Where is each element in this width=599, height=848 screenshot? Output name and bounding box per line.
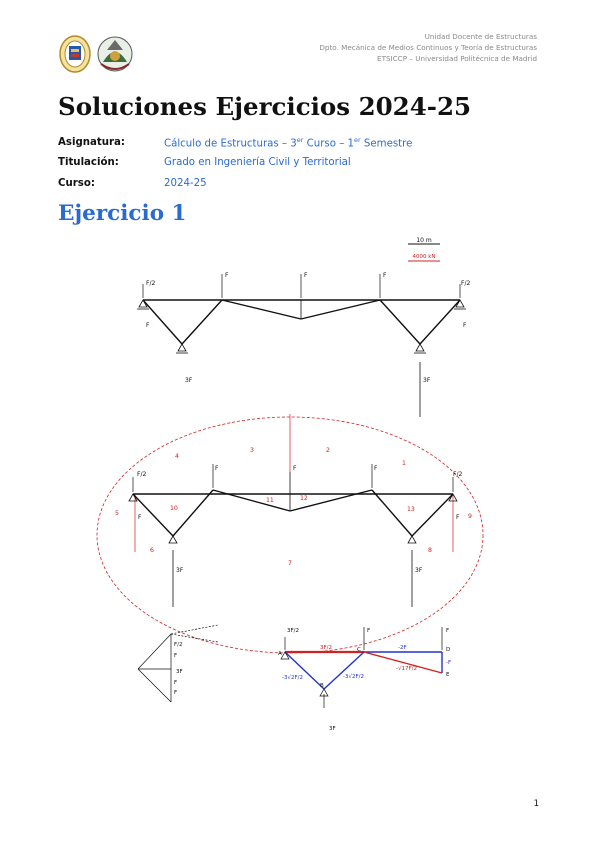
truss-loaded-labels: F/2 F F F F/2 F F 3F 3F: [146, 272, 470, 384]
scale-force-label: 4000 kN: [412, 254, 435, 260]
info-value: Cálculo de Estructuras – 3er Curso – 1er…: [164, 135, 413, 149]
scale-legend: 10 m 4000 kN: [408, 237, 440, 262]
member-label: 3F/2: [287, 628, 299, 634]
document-title: Soluciones Ejercicios 2024-25: [58, 92, 472, 121]
reaction-label: 3F: [185, 377, 193, 384]
node-label: C: [357, 647, 361, 653]
load-label: F: [146, 322, 150, 329]
force-polygon-labels: F/2 F 3F F F: [174, 642, 183, 696]
load-label: F/2: [461, 280, 470, 287]
member-label: F: [367, 628, 370, 634]
header-line: ETSICCP – Universidad Politécnica de Mad…: [377, 54, 537, 63]
supports-top: [137, 299, 466, 354]
region-label: 5: [115, 510, 119, 517]
load-label: F: [215, 465, 219, 472]
region-label: 12: [300, 495, 308, 502]
etsiccp-crest-logo: [97, 36, 133, 72]
member-forces: 3F/2 F -2F F 3F/2 -3√2F/2 -3√2F/2 -√17F/…: [278, 627, 451, 732]
region-label: 9: [468, 513, 472, 520]
course-info: Asignatura: Cálculo de Estructuras – 3er…: [58, 132, 412, 194]
polygon-label: F: [174, 680, 177, 686]
truss-loaded: [142, 274, 461, 417]
section-title: Ejercicio 1: [58, 201, 187, 226]
member-label: F: [446, 628, 449, 634]
header-line: Dpto. Mecánica de Medios Continuos y Teo…: [319, 43, 537, 52]
member-label: 3F/2: [320, 645, 332, 651]
info-value: Grado en Ingeniería Civil y Territorial: [164, 157, 351, 169]
reaction-label: 3F: [176, 567, 184, 574]
logos: [57, 34, 137, 74]
load-label: F: [383, 272, 387, 279]
load-label: F: [138, 514, 142, 521]
reaction-label: 3F: [423, 377, 431, 384]
polygon-label: F/2: [174, 642, 183, 648]
region-label: 6: [150, 547, 154, 554]
info-label: Asignatura:: [58, 136, 125, 148]
region-label: 8: [428, 547, 432, 554]
region-label: 4: [175, 453, 179, 460]
reaction-label: 3F: [415, 567, 423, 574]
load-label: F: [463, 322, 467, 329]
member-label: -3√2F/2: [343, 673, 364, 680]
scale-length-label: 10 m: [416, 237, 432, 244]
info-row-titulacion: Titulación: Grado en Ingeniería Civil y …: [58, 153, 412, 174]
exercise-figure: 10 m 4000 kN: [90, 232, 510, 738]
load-label: F: [374, 465, 378, 472]
region-label: 7: [288, 560, 292, 567]
region-label: 11: [266, 497, 274, 504]
load-label: F/2: [146, 280, 155, 287]
region-label: 13: [407, 506, 415, 513]
node-label: B: [320, 683, 324, 689]
polygon-label: F: [174, 690, 177, 696]
info-label: Curso:: [58, 177, 95, 189]
load-label: F: [225, 272, 229, 279]
header-line: Unidad Docente de Estructuras: [424, 32, 537, 41]
page-number: 1: [533, 799, 539, 809]
load-label: F: [456, 514, 460, 521]
node-label: D: [446, 647, 450, 653]
load-label: F/2: [137, 471, 146, 478]
member-label: -2F: [398, 645, 407, 651]
upm-seal-logo: [59, 35, 91, 73]
info-row-asignatura: Asignatura: Cálculo de Estructuras – 3er…: [58, 132, 412, 153]
node-label: E: [446, 672, 450, 678]
reaction-label: 3F: [329, 726, 336, 732]
load-label: F/2: [453, 471, 462, 478]
load-label: F: [293, 465, 297, 472]
polygon-label: F: [174, 653, 177, 659]
header-institution: Unidad Docente de Estructuras Dpto. Mecá…: [319, 31, 537, 64]
truss-regions: 1 2 3 4 5 6 7 8 9 10 11 12 13 F/2 F: [96, 414, 484, 654]
member-label: -F: [446, 660, 451, 666]
node-label: A: [278, 651, 282, 657]
load-label: F: [304, 272, 308, 279]
info-row-curso: Curso: 2024-25: [58, 173, 412, 194]
info-value: 2024-25: [164, 177, 207, 189]
region-label: 10: [170, 505, 178, 512]
member-label: -√17F/2: [396, 665, 417, 672]
region-label: 2: [326, 447, 330, 454]
polygon-label: 3F: [176, 669, 183, 675]
member-label: -3√2F/2: [282, 674, 303, 681]
region-label: 3: [250, 447, 254, 454]
force-polygon: [137, 624, 219, 703]
region-label: 1: [402, 460, 406, 467]
info-label: Titulación:: [58, 157, 119, 169]
